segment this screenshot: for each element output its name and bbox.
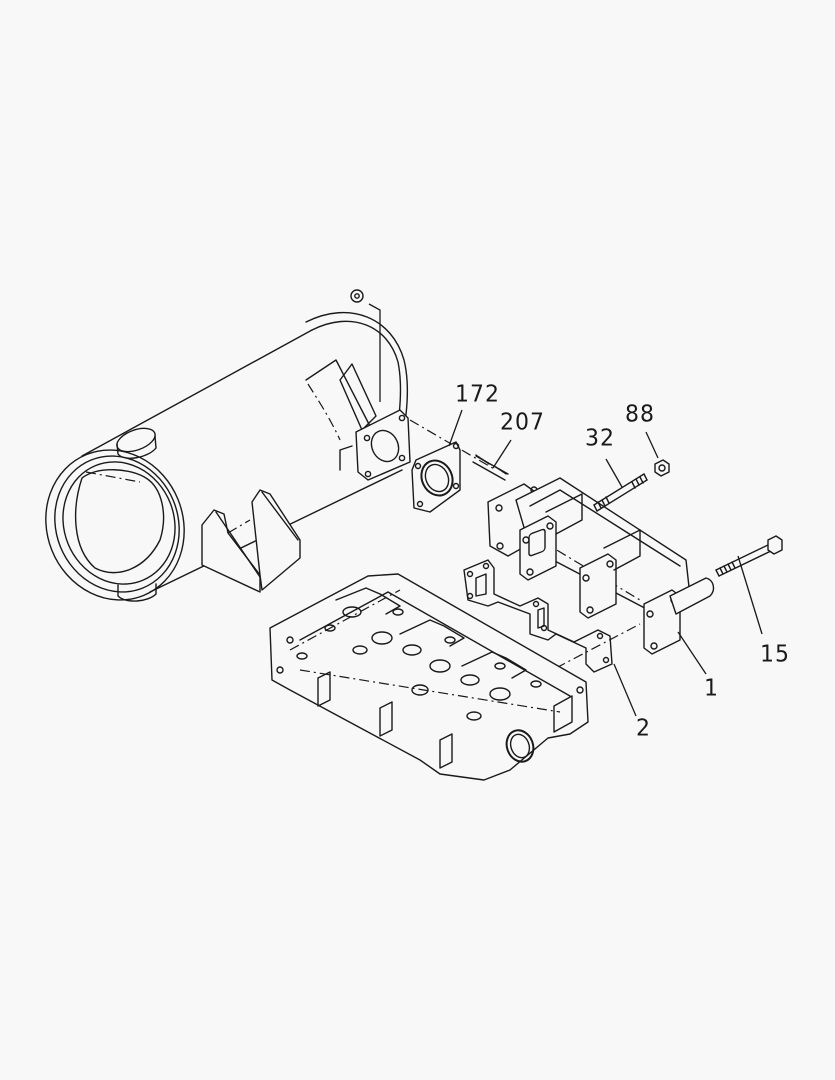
- cylinder-head: [269, 573, 589, 781]
- manifold-gasket: [463, 559, 613, 673]
- callout-207: 207: [500, 409, 545, 436]
- flange-gasket: [411, 441, 461, 513]
- callout-2: 2: [636, 715, 651, 742]
- flange-stud: [472, 454, 509, 481]
- muffler: [45, 312, 411, 602]
- stud: [593, 473, 648, 512]
- callout-172: 172: [455, 381, 500, 408]
- callout-1: 1: [704, 675, 719, 702]
- callout-88: 88: [625, 401, 655, 428]
- callout-15: 15: [760, 641, 790, 668]
- muffler-bracket: [201, 489, 301, 593]
- nut: [654, 459, 670, 477]
- callout-32: 32: [585, 425, 615, 452]
- muffler-nut: [350, 289, 381, 402]
- bolt: [715, 535, 783, 577]
- exhaust-manifold: [487, 477, 715, 655]
